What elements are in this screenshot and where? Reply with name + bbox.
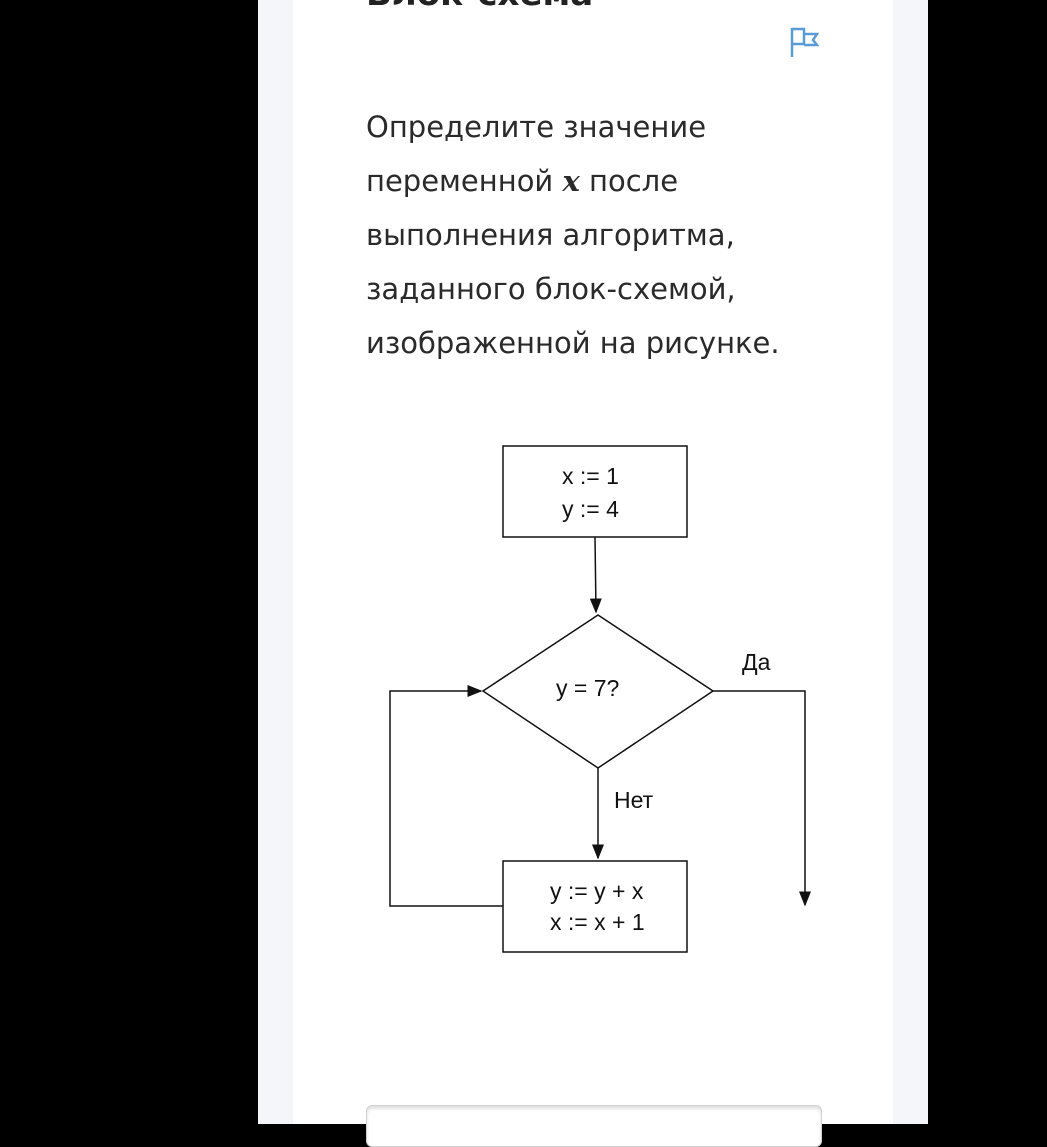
body-line: y := y + x (550, 878, 644, 904)
body-line: x := x + 1 (550, 909, 645, 935)
answer-input[interactable] (366, 1105, 822, 1147)
init-block (502, 445, 688, 538)
flowchart: x := 1 y := 4 y = 7? Да Нет y := y + x x… (389, 445, 811, 953)
question-part: после выполнения алгоритма, заданного бл… (366, 164, 780, 360)
loop-arrow (389, 685, 503, 907)
flag-icon[interactable] (789, 26, 819, 58)
body-block (502, 860, 688, 953)
no-label: Нет (614, 787, 654, 813)
question-part: Определите значение переменной (366, 110, 707, 198)
question-text: Определите значение переменной x после в… (366, 100, 786, 370)
condition-text: y = 7? (556, 675, 619, 701)
task-title: Блок-схема (366, 0, 593, 14)
yes-label: Да (742, 649, 771, 675)
task-card: Блок-схема Определите значение переменно… (293, 0, 893, 1124)
yes-arrow (713, 690, 811, 907)
init-line: x := 1 (562, 463, 619, 489)
variable-x: x (562, 164, 580, 198)
arrow (589, 536, 602, 614)
init-line: y := 4 (562, 496, 619, 522)
